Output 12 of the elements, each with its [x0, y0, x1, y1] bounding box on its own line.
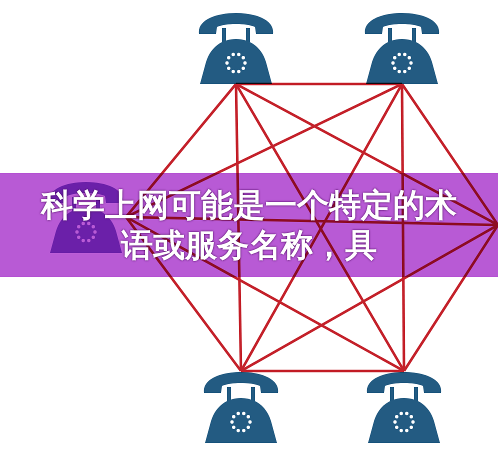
- connector-line: [400, 83, 498, 226]
- connector-line: [234, 84, 242, 372]
- connector-line: [235, 82, 498, 226]
- connector-line: [402, 224, 498, 372]
- telephone-icon: [196, 12, 276, 84]
- telephone-icon: [201, 371, 281, 443]
- connector-line: [400, 84, 406, 371]
- connector-line: [240, 224, 498, 372]
- telephone-icon: [362, 12, 442, 84]
- connector-line: [241, 370, 404, 372]
- connector-line: [236, 82, 402, 86]
- telephone-icon: [364, 371, 444, 443]
